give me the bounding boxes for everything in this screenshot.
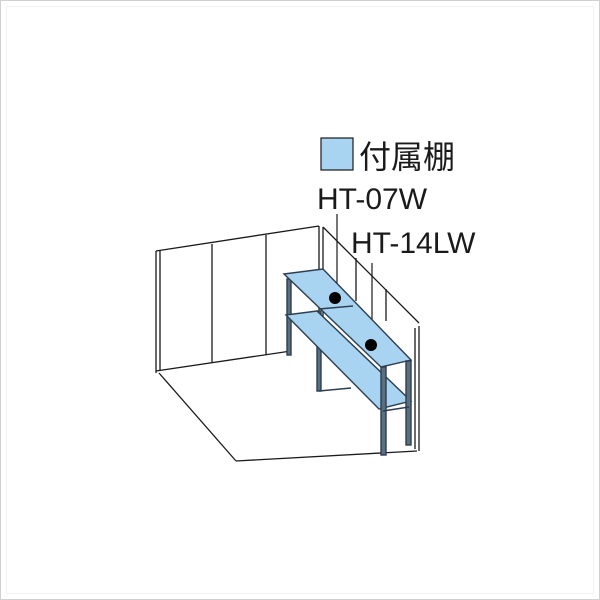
model-label-ht-07w: HT-07W [317,183,428,216]
shed-walls [155,225,420,462]
marker-ht-07w [329,292,341,304]
inner-border [6,6,594,594]
model-label-ht-14lw: HT-14LW [351,227,476,260]
legend-swatch [320,137,354,171]
attached-shelves [282,268,413,456]
legend-title: 付属棚 [359,139,455,175]
marker-ht-14lw [365,339,377,351]
